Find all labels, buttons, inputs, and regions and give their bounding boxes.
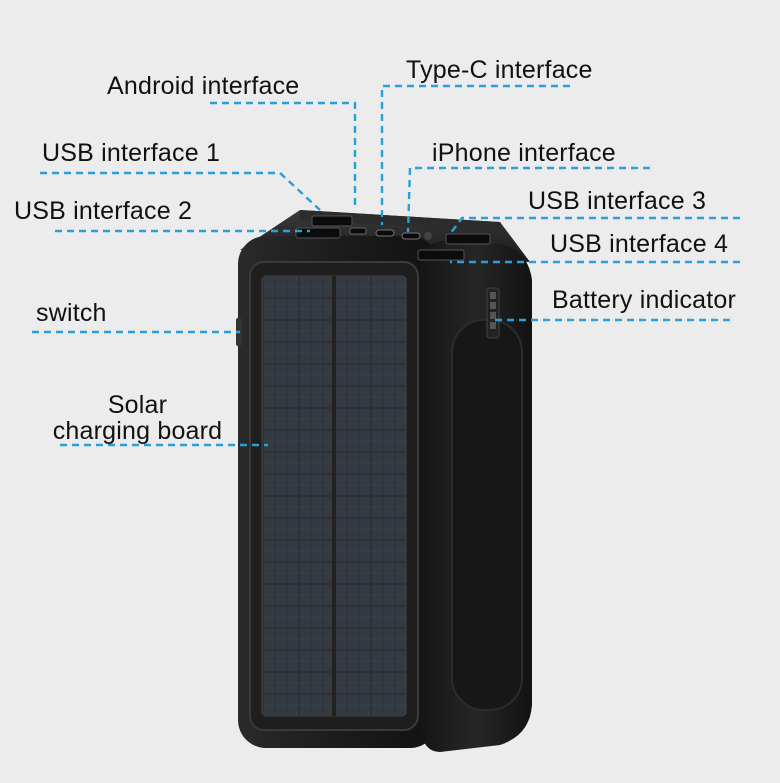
label-solar-line-1: Solar xyxy=(107,391,168,419)
usb-port-1 xyxy=(311,215,353,227)
usb-port-4 xyxy=(417,249,465,261)
label-switch: switch xyxy=(36,299,107,327)
label-type-c-interface: Type-C interface xyxy=(406,56,593,84)
side-recess-panel xyxy=(451,319,523,711)
label-usb-interface-2: USB interface 2 xyxy=(14,197,193,225)
battery-indicator-leds xyxy=(486,287,500,339)
label-solar-charging-board: Solar charging board xyxy=(35,392,240,444)
label-solar-line-2: charging board xyxy=(52,417,223,445)
usb-port-2 xyxy=(295,227,341,239)
type-c-port xyxy=(375,229,395,237)
leader-line-usb3 xyxy=(449,216,740,235)
usb-port-3 xyxy=(445,233,491,245)
iphone-port xyxy=(401,232,432,240)
leader-line-iphone xyxy=(406,166,650,233)
leader-line-usb1 xyxy=(40,171,321,211)
label-battery-indicator: Battery indicator xyxy=(552,286,737,314)
label-iphone-interface: iPhone interface xyxy=(432,139,616,167)
label-android-interface: Android interface xyxy=(107,72,300,100)
label-usb-interface-1: USB interface 1 xyxy=(42,139,221,167)
android-port xyxy=(349,227,367,235)
label-usb-interface-3: USB interface 3 xyxy=(528,187,707,215)
label-usb-interface-4: USB interface 4 xyxy=(550,230,729,258)
leader-line-android xyxy=(210,101,357,210)
leader-line-type-c xyxy=(380,84,570,225)
